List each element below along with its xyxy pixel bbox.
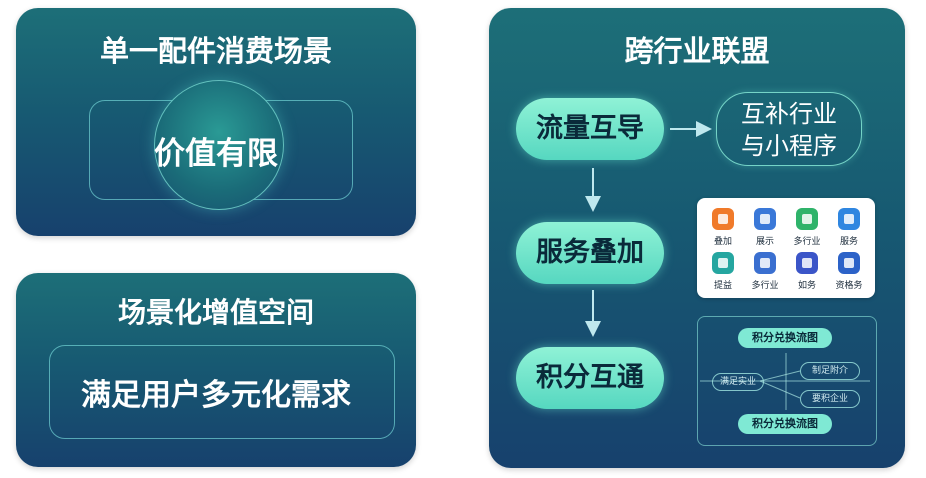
icon-cell: 多行业: [745, 252, 785, 291]
flow-right-node-1: 制足附介: [800, 362, 860, 380]
service-stacking-step: 服务叠加: [516, 222, 664, 284]
panel-title: 场景化增值空间: [117, 296, 314, 329]
icon-cell: 叠加: [703, 208, 743, 247]
side-box-line1: 互补行业: [741, 100, 837, 128]
grid-icon: [754, 208, 776, 230]
flow-left-node: 满足实业: [712, 373, 764, 391]
chart-icon: [754, 252, 776, 274]
icon-label: 提益: [713, 281, 732, 291]
diverse-needs-text: 满足用户多元化需求: [81, 378, 351, 413]
icon-label: 叠加: [713, 237, 732, 247]
step-label: 积分互通: [536, 362, 644, 393]
flow-bottom-title: 积分兑换流图: [738, 414, 832, 434]
step-label: 服务叠加: [536, 237, 644, 268]
needs-outline-frame: [49, 345, 395, 439]
icon-label: 展示: [755, 237, 774, 247]
service-icon-grid: 叠加 展示 多行业 服务 提益 多行业 如务 资格务: [697, 198, 875, 298]
single-accessory-panel: 单一配件消费场景 价值有限: [16, 8, 416, 236]
icon-cell: 资格务: [829, 252, 869, 291]
icon-cell: 服务: [829, 208, 869, 247]
bell-icon: [838, 208, 860, 230]
gift-icon: [712, 252, 734, 274]
panel-title: 跨行业联盟: [624, 34, 770, 68]
icon-label: 多行业: [793, 237, 821, 247]
complementary-industries-box: 互补行业 与小程序: [716, 92, 862, 166]
points-flow-diagram: [697, 316, 877, 446]
points-exchange-step: 积分互通: [516, 347, 664, 409]
panel-title: 单一配件消费场景: [99, 34, 332, 68]
limited-value-text: 价值有限: [154, 136, 278, 172]
value-circle: [154, 80, 284, 210]
icon-cell: 如务: [787, 252, 827, 291]
traffic-exchange-step: 流量互导: [516, 98, 664, 160]
flow-right-node-2: 要积企业: [800, 390, 860, 408]
flow-top-title: 积分兑换流图: [738, 328, 832, 348]
scenario-value-panel: 场景化增值空间 满足用户多元化需求: [16, 273, 416, 467]
icon-label: 资格务: [835, 281, 863, 291]
icon-label: 如务: [797, 281, 816, 291]
side-box-line2: 与小程序: [741, 132, 837, 160]
exchange-icon: [838, 252, 860, 274]
icon-cell: 展示: [745, 208, 785, 247]
icon-cell: 多行业: [787, 208, 827, 247]
icon-label: 服务: [839, 237, 858, 247]
icon-label: 多行业: [751, 281, 779, 291]
step-label: 流量互导: [536, 113, 644, 144]
document-icon: [796, 252, 818, 274]
icon-cell: 提益: [703, 252, 743, 291]
box-icon: [712, 208, 734, 230]
calendar-icon: [796, 208, 818, 230]
